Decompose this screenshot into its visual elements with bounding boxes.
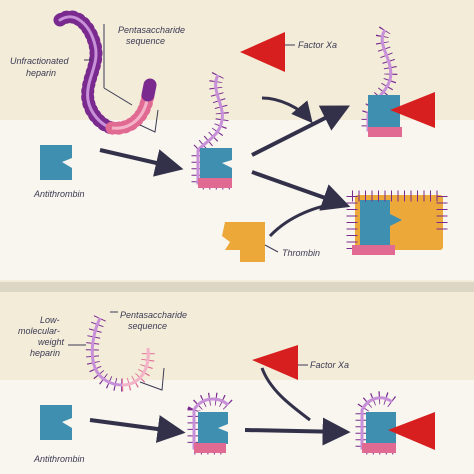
factor-xa-triangle-icon — [240, 32, 285, 72]
antithrombin-label: Antithrombin — [33, 454, 85, 464]
pentasaccharide-label-bottom: Pentasaccharide sequence — [110, 310, 187, 331]
unfractionated-heparin-icon — [53, 10, 157, 135]
unfractionated-heparin-label: Unfractionated heparin — [10, 56, 92, 78]
lmw-heparin-antithrombin-complex — [187, 392, 233, 455]
lmw-heparin-label-line: weight — [38, 337, 65, 347]
factor-xa-label: Factor Xa — [310, 360, 349, 370]
thrombin-protein-icon — [222, 222, 265, 262]
antithrombin-protein-icon — [366, 412, 396, 444]
pentasaccharide-label: Pentasaccharide sequence — [103, 24, 185, 106]
antithrombin-protein-icon — [40, 405, 72, 440]
antithrombin-label: Antithrombin — [33, 189, 85, 199]
heparin-antithrombin-complex — [191, 71, 232, 190]
pentasaccharide-label-line: Pentasaccharide — [120, 310, 187, 320]
xa-input-arrow — [261, 96, 313, 124]
lmw-heparin-label-line: Low- — [40, 315, 60, 325]
lmw-heparin-icon — [85, 315, 155, 392]
pentasaccharide-label-line: sequence — [126, 36, 165, 46]
thrombin-label: Thrombin — [282, 248, 320, 258]
pentasaccharide-label-line: Pentasaccharide — [118, 25, 185, 35]
antithrombin-protein-icon — [368, 95, 400, 130]
lmw-heparin-label: Low- molecular- weight heparin — [18, 315, 86, 358]
xa-reaction-arrow — [251, 105, 350, 157]
lmw-heparin-label-line: heparin — [30, 348, 60, 358]
factor-xa-triangle-icon — [390, 92, 435, 128]
antithrombin-protein-icon — [200, 148, 232, 178]
panel-divider — [0, 282, 474, 292]
binding-arrow — [89, 415, 186, 443]
unfractionated-heparin-label-line: Unfractionated — [10, 56, 70, 66]
antithrombin-thrombin-complex — [346, 190, 448, 255]
pentasaccharide-leader — [103, 87, 133, 106]
factor-xa-triangle-icon — [252, 345, 298, 380]
factor-xa-label: Factor Xa — [298, 40, 337, 50]
pentasaccharide-bracket — [139, 367, 165, 391]
thrombin-input-arrow — [268, 203, 336, 238]
xa-reaction-arrow — [244, 417, 351, 446]
unfractionated-heparin-label-line: heparin — [26, 68, 56, 78]
pentasaccharide-bracket — [139, 109, 159, 133]
antithrombin-protein-icon — [360, 200, 402, 245]
antithrombin-xa-complex — [355, 391, 435, 455]
thrombin-reaction-arrow — [251, 170, 351, 211]
pentasaccharide-label-line: sequence — [128, 321, 167, 331]
antithrombin-xa-complex — [361, 26, 435, 137]
lmw-heparin-label-line: molecular- — [18, 326, 60, 336]
antithrombin-protein-icon — [198, 412, 228, 444]
factor-xa-triangle-icon — [388, 412, 435, 450]
antithrombin-protein-icon — [40, 145, 72, 180]
binding-arrow — [99, 148, 184, 177]
xa-input-arrow — [260, 367, 311, 422]
